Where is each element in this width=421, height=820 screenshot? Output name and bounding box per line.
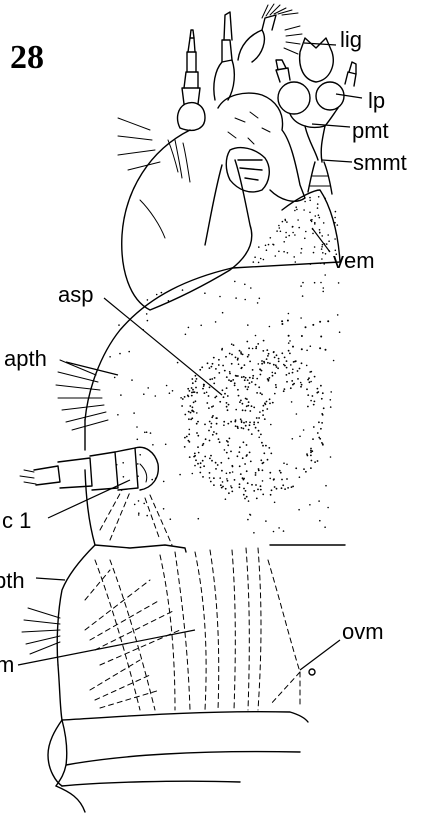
- submentum: [308, 162, 332, 194]
- coxa-1: [20, 447, 158, 490]
- label-asp: asp: [58, 282, 93, 307]
- stippling: [109, 196, 340, 534]
- head-capsule: [118, 118, 252, 310]
- ovm-point: [309, 669, 315, 675]
- maxillary-palp: [178, 30, 205, 130]
- prothorax-boundary: [95, 545, 186, 552]
- labium-sclerites: [205, 93, 305, 245]
- label-smmt: smmt: [353, 150, 407, 175]
- mesothorax-internal-lines: [85, 548, 300, 710]
- labial-palps: [276, 60, 356, 114]
- prothorax: [85, 268, 232, 545]
- label-pmt: pmt: [352, 118, 389, 143]
- metathorax-edge: [48, 720, 300, 812]
- ventral-cervical-membrane: [232, 190, 340, 268]
- label-pth: pth: [0, 568, 25, 593]
- label-ovm: ovm: [342, 619, 384, 644]
- label-vem: vem: [333, 248, 375, 273]
- prothorax-internal-lines: [100, 490, 172, 545]
- prementum: [290, 108, 338, 162]
- label-apth: apth: [4, 346, 47, 371]
- label-c1: c 1: [2, 508, 31, 533]
- label-lp: lp: [368, 88, 385, 113]
- mandible-area: [214, 4, 302, 100]
- label-lig: lig: [340, 27, 362, 52]
- mesothorax: [57, 545, 308, 722]
- figure-number: 28: [10, 39, 44, 76]
- mesopleural-bristles: [22, 608, 60, 654]
- label-m: m: [0, 652, 14, 677]
